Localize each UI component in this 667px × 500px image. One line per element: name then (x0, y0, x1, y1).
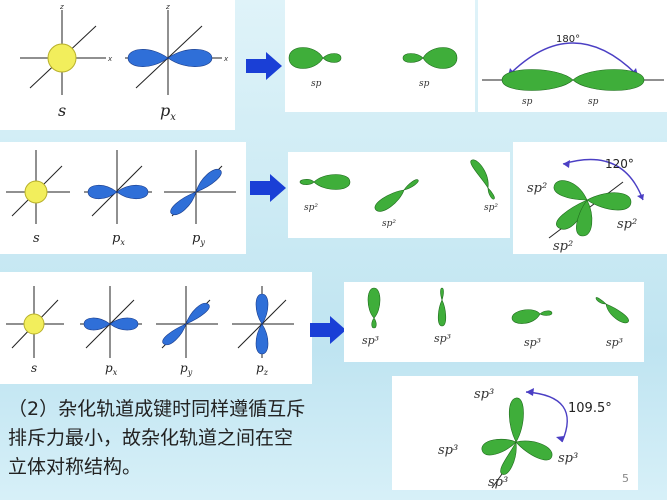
sp2-combined-orbital (553, 180, 632, 237)
row1-combined-figure: 180° sp sp (482, 34, 664, 107)
s-orbital-sphere (23, 313, 45, 335)
px-label: px (160, 101, 176, 123)
sp2-hybrid-orbital-3 (470, 159, 495, 200)
py-label: py (180, 361, 193, 377)
angle-180-label: 180° (556, 34, 580, 45)
row2-orbital-panel: s px py (0, 142, 246, 254)
sp2-combined-label-2: sp² (617, 217, 637, 232)
sp-hybrid-orbital-2 (402, 47, 458, 69)
row1-hybrid-figure: sp sp (288, 47, 458, 89)
sp2-combined-label-3: sp² (553, 239, 573, 254)
sp3-hybrid-orbital-4 (595, 297, 629, 324)
caption-text: （2）杂化轨道成键时同样遵循互斥 排斥力最小，故杂化轨道之间在空 立体对称结构。 (8, 395, 408, 482)
sp2-label-1: sp² (304, 203, 318, 213)
z-axis-label: z (165, 3, 170, 11)
x-axis-label: x (107, 55, 113, 63)
px-label: px (112, 231, 125, 247)
sp2-combined-label-1: sp² (527, 181, 547, 196)
row3-combined-panel: 109.5° sp³ sp³ sp³ sp³ (392, 376, 638, 490)
row1-arrow-icon (246, 52, 282, 80)
sp-label-2: sp (419, 79, 430, 89)
py-orbital-lobes (162, 302, 210, 346)
z-axis-label: z (59, 3, 64, 11)
sp3-combined-label-3: sp³ (558, 451, 578, 466)
s-label: s (31, 361, 37, 375)
s-label: s (58, 101, 66, 120)
sp3-combined-label-4: sp³ (488, 475, 508, 490)
angle-arc (562, 158, 644, 201)
caption-line-1: （2）杂化轨道成键时同样遵循互斥 (8, 398, 306, 420)
row2-hybrid-figure: sp² sp² sp² (299, 159, 498, 229)
sp3-label-3: sp³ (524, 336, 541, 349)
sp2-label-3: sp² (484, 203, 498, 213)
row3-combined-figure: 109.5° sp³ sp³ sp³ sp³ (438, 387, 612, 490)
sp3-label-2: sp³ (434, 332, 451, 345)
sp2-label-2: sp² (382, 219, 396, 229)
angle-arc (507, 42, 639, 77)
sp-combined-label-1: sp (522, 97, 533, 107)
py-label: py (192, 231, 205, 247)
row2-hybrid-panel: sp² sp² sp² (288, 152, 510, 238)
sp3-combined-label-1: sp³ (474, 387, 494, 402)
row3-orbital-panel: s px py pz (0, 272, 312, 384)
row2-arrow-icon (250, 174, 286, 202)
sp3-hybrid-orbital-2 (437, 287, 447, 327)
sp-combined-label-2: sp (588, 97, 599, 107)
sp3-label-4: sp³ (606, 336, 623, 349)
sp2-hybrid-orbital-1 (299, 174, 351, 190)
row2-orbitals-figure: s px py (6, 150, 236, 247)
sp-combined-orbital (501, 69, 645, 91)
row2-combined-figure: 120° sp² sp² sp² (527, 157, 644, 254)
row3-hybrid-panel: sp³ sp³ sp³ sp³ (344, 282, 644, 362)
row1-combined-panel: 180° sp sp (478, 0, 667, 112)
row2-combined-panel: 120° sp² sp² sp² (513, 142, 667, 254)
row1-orbital-panel: z x s z x px (0, 0, 235, 130)
sp3-hybrid-orbital-3 (511, 309, 553, 324)
x-axis-label: x (223, 55, 229, 63)
px-label: px (105, 361, 118, 377)
page-number: 5 (622, 472, 629, 485)
sp-label-1: sp (311, 79, 322, 89)
pz-orbital-lobes (255, 293, 269, 355)
row3-hybrid-figure: sp³ sp³ sp³ sp³ (362, 287, 629, 349)
caption-line-3: 立体对称结构。 (8, 456, 142, 478)
py-orbital-lobes (170, 168, 222, 216)
row1-orbitals-figure: z x s z x px (20, 3, 229, 123)
pz-label: pz (256, 361, 269, 377)
sp3-combined-label-2: sp³ (438, 443, 458, 458)
px-orbital-lobes (87, 184, 149, 200)
caption-line-2: 排斥力最小，故杂化轨道之间在空 (8, 427, 294, 449)
sp-hybrid-orbital-1 (288, 47, 342, 69)
angle-109-label: 109.5° (568, 401, 612, 416)
row3-orbitals-figure: s px py pz (6, 286, 294, 377)
s-orbital-sphere (47, 43, 77, 73)
px-orbital-lobes (127, 49, 213, 67)
row1-hybrid-panel: sp sp (285, 0, 475, 112)
px-orbital-lobes (83, 317, 139, 331)
s-label: s (33, 231, 40, 246)
angle-120-label: 120° (605, 157, 634, 171)
row3-arrow-icon (310, 316, 346, 344)
angle-arc (525, 391, 568, 443)
sp3-combined-orbital (481, 397, 553, 475)
sp2-hybrid-orbital-2 (374, 179, 419, 212)
s-orbital-sphere (24, 180, 48, 204)
sp3-hybrid-orbital-1 (367, 287, 381, 329)
sp3-label-1: sp³ (362, 334, 379, 347)
